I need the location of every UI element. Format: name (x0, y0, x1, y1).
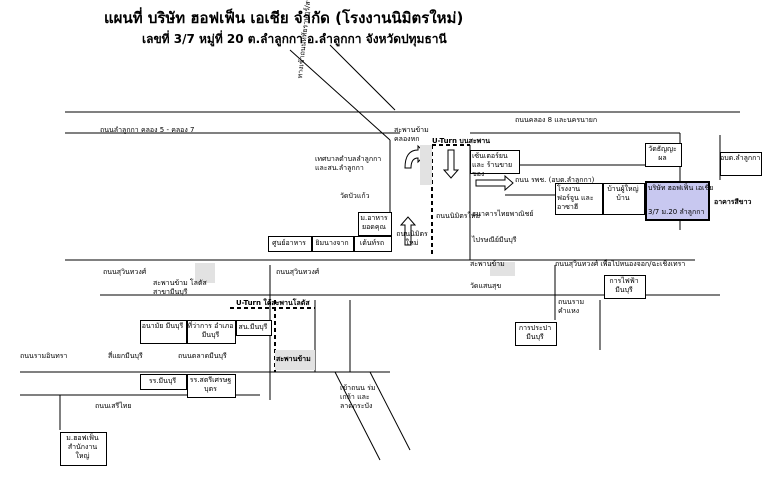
place-tyre-center: ศูนย์อาหาร (272, 239, 306, 247)
place-sie-yaek: สี่แยกมีนบุรี (108, 352, 143, 360)
place-wat-saensuk: วัดแสนสุข (470, 282, 502, 290)
place-hoffen-headquarters: ม.ฮอฟเฟ็น สำนักงาน ใหญ่ (66, 434, 99, 460)
place-sao-lamlukka: อบต.ลำลูกกา (720, 154, 761, 162)
map-title: แผนที่ บริษัท ฮอฟเฟ็น เอเชีย จำกัด (โรงง… (104, 9, 464, 27)
place-post: ไปรษณีย์มีนบุรี (472, 236, 517, 244)
place-white-building: อาคารสีขาว (714, 198, 752, 206)
uturn-label-lotus: U-Turn ใต้สะพานโลตัส (236, 299, 310, 307)
place-police: สน.มีนบุรี (238, 323, 268, 331)
place-minburi-school: รร.มีนบุรี (148, 377, 177, 385)
bridge-label-lotus: สะพานข้าม โลตัส สาขามีนบุรี (153, 279, 207, 296)
road-label-nimit-mai: ถนนนิมิตรใหม่ (436, 212, 481, 220)
place-center-shop: เซ้นเตอร์ยนและ ร้านขายของ (472, 152, 513, 178)
road-label-lamlukka: ถนนลำลูกกา คลอง 5 - คลอง 7 (100, 126, 195, 134)
place-tessaban: เทศบาลตำบลลำลูกกา และสน.ลำลูกกา (315, 155, 382, 172)
place-water-works: การประปา มีนบุรี (518, 324, 552, 341)
bridge-label-talad: สะพานข้าม (276, 355, 311, 363)
road-label-romklao: เข้าถนน ร่มเกล้า และลาดกระบัง (340, 384, 376, 410)
place-food-court: ม.อาหาร ยอดคุณ (360, 214, 388, 231)
road-label-khlong8: ถนนคลอง 8 และนครนายก (515, 116, 598, 124)
arrow-up-icon (399, 216, 417, 246)
place-satri-school: รร.สตรีเศรษฐ บุตร (189, 376, 232, 393)
place-center-tor: เต้นท์รถ (359, 239, 385, 247)
road-label-ramindra: ถนนรามอินทรา (20, 352, 68, 360)
arrow-right-icon (475, 174, 514, 192)
place-wat-bua-kaeo: วัดบัวแก้ว (340, 192, 370, 200)
road-label-suwinthawong-right: ถนนสุวินทวงศ์ เพื่อไปหนองจอก/ฉะเชิงเทรา (555, 260, 686, 268)
place-factory-fortune: โรงงานฟอร์จูน และอาซาฮี (557, 185, 594, 211)
place-health-center: อนามัย มีนบุรี (141, 322, 184, 330)
uturn-label-top: U-Turn บนสะพาน (432, 137, 491, 145)
arrow-down-icon (442, 149, 460, 179)
map-address: เลขที่ 3/7 หมู่ที่ 20 ต.ลำลูกกา อ.ลำลูกก… (142, 32, 447, 46)
road-label-suwinthawong-mid: ถนนสุวินทวงศ์ (276, 268, 320, 276)
place-market-shop: ยิมนางจาก (315, 239, 349, 247)
place-district-office: ที่ว่าการ อำเภอมีนบุรี (187, 322, 234, 339)
place-wat-thanyaburi: วัดธัญญะ ผล (648, 145, 677, 162)
road-label-nimit-mai-short: ถนนนิมิตร ใหม่ (396, 230, 428, 247)
road-hathairat (289, 49, 391, 141)
company-name: บริษัท ฮอฟเฟ็น เอเชีย (648, 184, 714, 192)
place-kbank: ธนาคารไทยพาณิชย์ (472, 210, 534, 218)
road-label-suwinthawong-left: ถนนสุวินทวงศ์ (103, 268, 147, 276)
bridge-label-suwinthawong: สะพานข้าม (470, 260, 505, 268)
road-label-ramkhamhaeng: ถนนราม คำแหง (558, 298, 585, 315)
road-label-talad-minburi: ถนนตลาดมีนบุรี (178, 352, 227, 360)
place-housing: บ้านผู้ใหญ่ บ้าน (607, 185, 639, 202)
company-location (645, 181, 710, 221)
company-address: 3/7 ม.20 ลำลูกกา (648, 208, 705, 216)
road-label-ror-por-chor: ถนน รพช. (อบต.ลำลูกกา) (515, 176, 595, 184)
road-label-seri-thai: ถนนเสรีไทย (95, 402, 132, 410)
place-electricity: การไฟฟ้า มีนบุรี (609, 277, 639, 294)
bridge-label-khlong-hok: สะพานข้าม คลองหก (394, 126, 429, 143)
